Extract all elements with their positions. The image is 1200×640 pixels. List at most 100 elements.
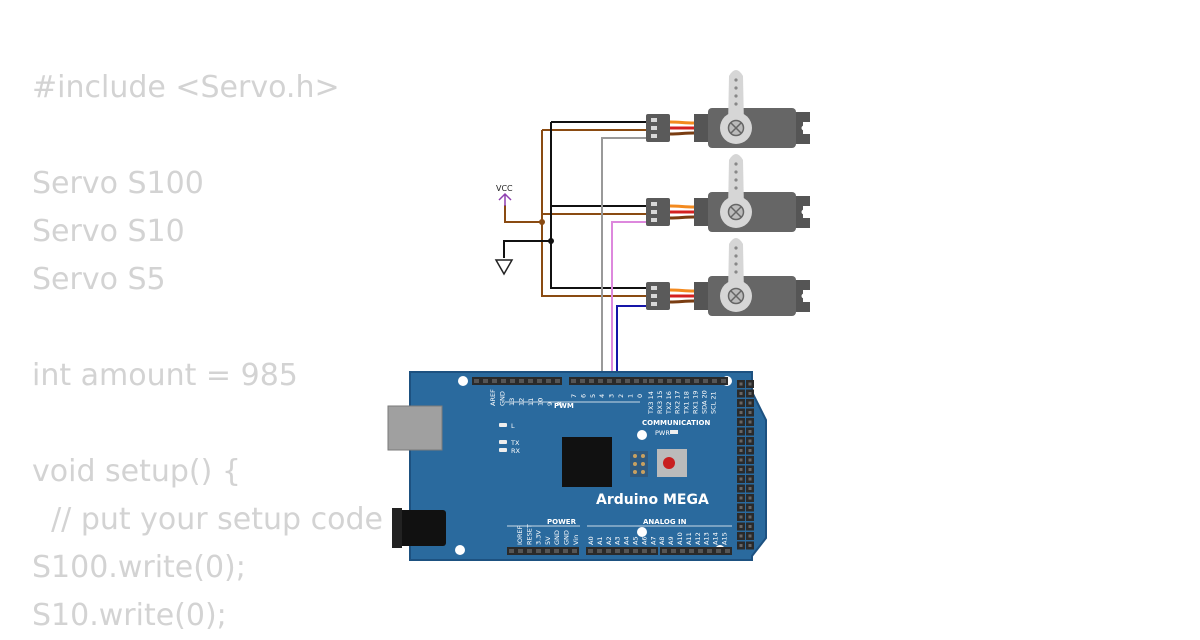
icsp-pin — [633, 462, 637, 466]
horn-hole — [734, 86, 738, 90]
servos-group — [646, 70, 810, 316]
header-pin — [483, 379, 488, 383]
connector-pin — [651, 202, 657, 206]
header-pin — [597, 549, 602, 553]
pin-label: A2 — [605, 536, 613, 545]
tx-led — [499, 440, 507, 444]
screw-cross-icon — [730, 206, 742, 218]
l-led — [499, 423, 507, 427]
code-line: Servo S10 — [32, 214, 185, 249]
servo-motor[interactable] — [646, 70, 810, 148]
side-header-hole — [739, 411, 743, 414]
usb-connector[interactable] — [387, 405, 443, 451]
pwm-label: PWM — [554, 402, 574, 410]
rx-led — [499, 448, 507, 452]
side-header-hole — [739, 534, 743, 538]
pin-label: TX2 16 — [665, 391, 673, 415]
icsp-pin — [641, 470, 645, 474]
pin-label: SDA 20 — [700, 390, 708, 414]
side-header-hole — [748, 382, 752, 386]
servo-lead-wire — [669, 204, 695, 209]
side-header-hole — [748, 515, 752, 519]
side-header-hole — [748, 430, 752, 433]
side-header-hole — [739, 382, 743, 386]
header-pin — [588, 549, 593, 553]
pin-label: 6 — [579, 394, 587, 398]
side-header-hole — [739, 420, 743, 424]
icsp-pin — [641, 454, 645, 458]
gnd-junction — [548, 238, 554, 244]
side-header-hole — [739, 468, 743, 471]
gnd-wire — [550, 122, 648, 289]
horn-hole — [734, 262, 738, 266]
header-pin — [694, 379, 699, 383]
header-pin — [492, 379, 497, 383]
power-symbols: VCC — [494, 184, 514, 276]
header-pin — [676, 379, 681, 383]
side-header-hole — [748, 449, 752, 452]
servo-motor[interactable] — [646, 154, 810, 232]
wires-group — [503, 121, 648, 382]
header-pin — [555, 379, 560, 383]
pin-label: 2 — [617, 394, 625, 398]
servo-motor[interactable] — [646, 238, 810, 316]
pin-label: TX3 14 — [647, 391, 655, 415]
header-pin — [671, 549, 676, 553]
rx-led-label: RX — [511, 447, 521, 455]
header-analog-a — [586, 547, 658, 555]
servo-lead-wire — [669, 131, 695, 136]
pin-label: GND — [563, 530, 571, 545]
servo-horn — [728, 70, 744, 126]
reset-button[interactable] — [663, 457, 675, 469]
side-header-hole — [739, 401, 743, 405]
header-pin — [501, 379, 506, 383]
header-pin — [615, 549, 620, 553]
pin-label: A11 — [685, 532, 693, 545]
microcontroller-chip — [562, 437, 612, 487]
servo-connector — [646, 282, 670, 310]
pin-label: GND — [499, 391, 507, 406]
screw-cross-icon — [730, 122, 742, 134]
side-header-hole — [748, 544, 752, 547]
side-header-hole — [748, 487, 752, 490]
side-header-hole — [748, 411, 752, 414]
servo-lead-wire — [669, 215, 695, 220]
icsp-pin — [641, 462, 645, 466]
power-jack[interactable] — [394, 510, 446, 546]
pin-label: 0 — [636, 394, 644, 398]
pin-label: TX1 18 — [683, 391, 691, 415]
header-pin — [680, 549, 685, 553]
header-pin — [519, 379, 524, 383]
side-header-hole — [739, 458, 743, 462]
side-header-hole — [748, 506, 752, 509]
servo-connector — [646, 114, 670, 142]
vcc-label: VCC — [496, 184, 513, 193]
pin-label: RX2 17 — [674, 391, 682, 414]
connector-pin — [651, 218, 657, 222]
header-pin — [685, 379, 690, 383]
side-header-hole — [739, 515, 743, 519]
side-header-hole — [748, 458, 752, 462]
pin-label: A1 — [596, 536, 604, 545]
screw-cross-icon — [730, 290, 742, 302]
header-pin — [606, 549, 611, 553]
horn-hole — [734, 78, 738, 82]
header-pin — [537, 379, 542, 383]
connector-pin — [651, 302, 657, 306]
pin-label: A13 — [703, 532, 711, 545]
side-header-hole — [748, 439, 752, 443]
header-pin — [528, 379, 533, 383]
servo-horn — [728, 238, 744, 294]
servo-lead-wire — [669, 299, 695, 304]
side-header-hole — [739, 525, 743, 528]
pin-label: A7 — [649, 536, 657, 545]
side-header-hole — [748, 468, 752, 471]
signal-wire-servo-3 — [616, 305, 648, 382]
header-pin — [633, 549, 638, 553]
mounting-hole — [455, 545, 465, 555]
header-pin — [667, 379, 672, 383]
header-pin — [607, 379, 612, 383]
